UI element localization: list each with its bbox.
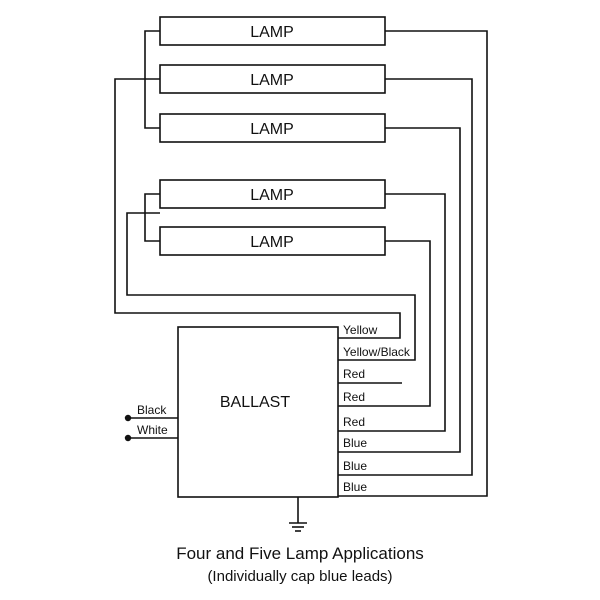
lamp-label: LAMP [250,121,294,138]
lamp-label: LAMP [250,72,294,89]
lead-blue-3: Blue [343,480,367,494]
output-leads: Yellow Yellow/Black Red Red Red Blue Blu… [343,323,411,494]
lead-red-1: Red [343,367,365,381]
lead-yellow-black: Yellow/Black [343,345,411,359]
input-leads: Black White [124,403,178,442]
lead-black: Black [137,403,167,417]
lamp-label: LAMP [250,24,294,41]
lamp-3: LAMP [159,113,386,143]
caption-subtitle: (Individually cap blue leads) [207,568,393,585]
lamp-4: LAMP [159,179,386,209]
lead-blue-1: Blue [343,436,367,450]
lamp-label: LAMP [250,187,294,204]
lead-red-3: Red [343,415,365,429]
ground-icon [289,497,307,532]
lead-red-2: Red [343,390,365,404]
ballast-label: BALLAST [220,394,290,411]
caption-title: Four and Five Lamp Applications [176,544,424,563]
lamp-5: LAMP [159,226,386,256]
lamp-1: LAMP [159,16,386,46]
lead-white: White [137,423,168,437]
lead-blue-2: Blue [343,459,367,473]
right-wires [338,30,488,497]
terminal-dot [124,414,132,422]
left-wires [114,30,416,361]
terminal-dot [124,434,132,442]
lamp-2: LAMP [159,64,386,94]
ballast: BALLAST [177,326,339,498]
lamp-label: LAMP [250,234,294,251]
lead-yellow: Yellow [343,323,378,337]
